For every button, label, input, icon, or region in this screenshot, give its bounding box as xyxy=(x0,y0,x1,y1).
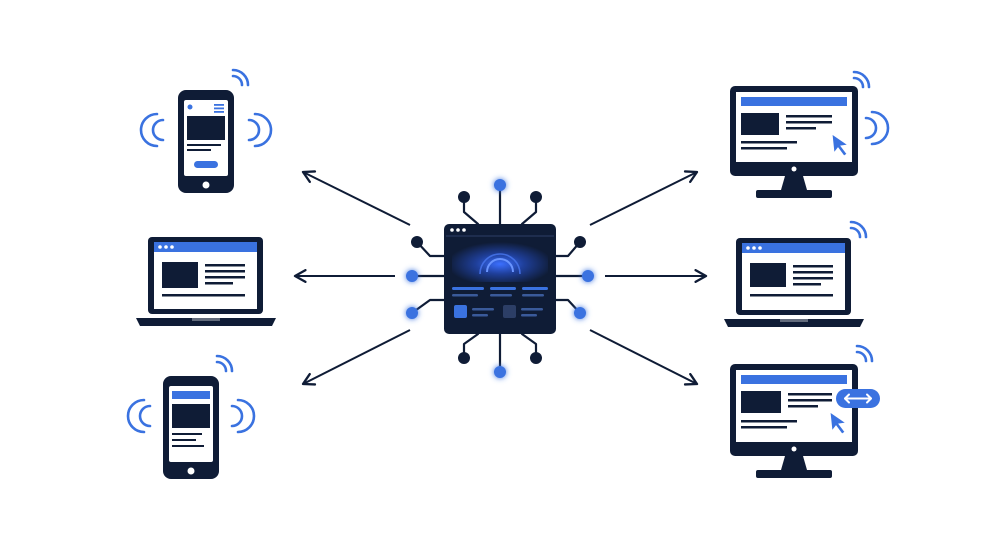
desktop-monitor-icon xyxy=(730,364,858,478)
arrows xyxy=(293,170,708,386)
resize-arrows-icon xyxy=(836,389,880,408)
laptop-icon xyxy=(136,237,276,326)
wifi-signal-icon xyxy=(852,70,890,146)
desktop-monitor-icon xyxy=(730,86,858,198)
arrow-to-phone-top-left xyxy=(301,170,411,226)
wifi-signal-icon xyxy=(126,354,256,434)
smartphone-icon xyxy=(163,376,219,479)
web-app-chip-icon xyxy=(406,179,594,378)
wifi-signal-icon xyxy=(849,220,868,239)
smartphone-icon xyxy=(178,90,234,193)
cursor-arrow-icon xyxy=(829,410,848,435)
wifi-signal-icon xyxy=(855,344,874,363)
laptop-icon xyxy=(724,238,864,327)
cursor-arrow-icon xyxy=(831,132,850,157)
wifi-signal-icon xyxy=(139,68,273,148)
arrow-to-monitor-bottom-right xyxy=(589,329,699,386)
arrow-to-monitor-top-right xyxy=(589,170,699,226)
connector-nodes xyxy=(406,179,594,378)
arrow-to-phone-bottom-left xyxy=(301,329,411,386)
